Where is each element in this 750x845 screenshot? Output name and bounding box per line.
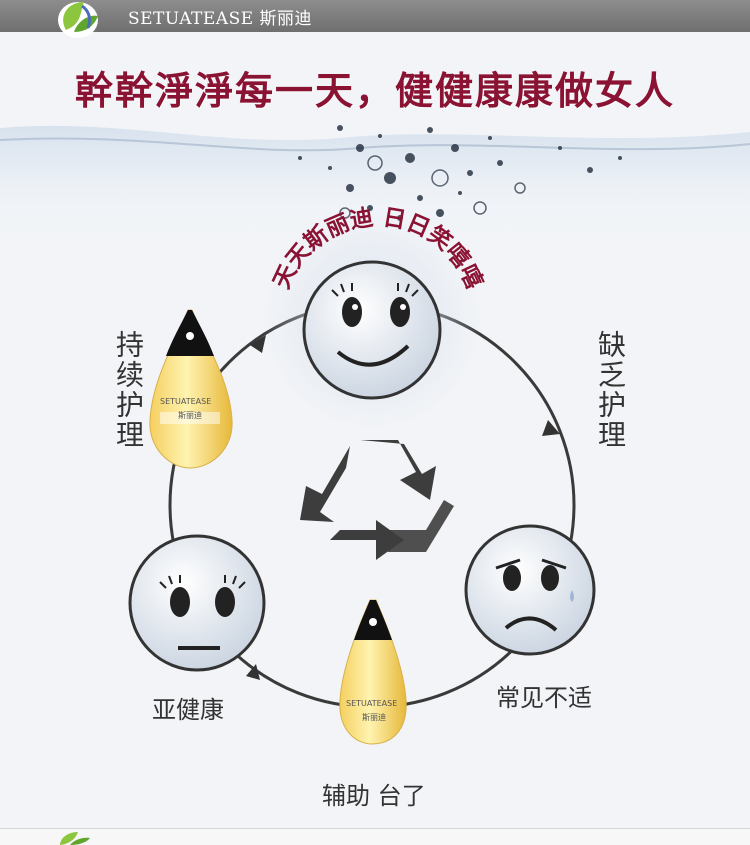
product-bottle-lower: [339, 599, 407, 745]
recycle-icon: [300, 440, 454, 560]
brand-name: SETUATEASE 斯丽迪: [128, 9, 313, 29]
sad-face-icon: [464, 524, 596, 656]
label-lack-care: 缺乏护理: [594, 330, 627, 450]
header-bar: [0, 0, 750, 32]
cycle-arrows: [246, 335, 560, 680]
label-common-discomfort: 常见不适: [496, 684, 592, 712]
arrow-top-left: [250, 335, 266, 353]
footer-leaf-icon: [60, 832, 90, 845]
footer-strip: [0, 828, 750, 845]
label-auxiliary: 辅助 台了: [322, 782, 426, 810]
label-continue-care: 持续护理: [112, 330, 145, 450]
neutral-face-icon: [128, 534, 266, 672]
happy-face-icon: [302, 260, 442, 400]
bottle-upper-name: 斯丽迪: [178, 410, 202, 420]
brand-logo-icon: [58, 2, 98, 38]
bottle-lower-brand: SETUATEASE: [346, 699, 397, 708]
arrow-bottom-left: [246, 664, 260, 680]
bottle-upper-brand: SETUATEASE: [160, 397, 211, 406]
water-splash-image: [0, 125, 750, 258]
product-bottle-upper: [149, 309, 233, 469]
page-title: 幹幹淨淨每一天，健健康康做女人: [74, 68, 675, 113]
bottle-lower-name: 斯丽迪: [362, 712, 386, 722]
arrow-right: [542, 420, 560, 436]
label-sub-health: 亚健康: [152, 696, 224, 724]
